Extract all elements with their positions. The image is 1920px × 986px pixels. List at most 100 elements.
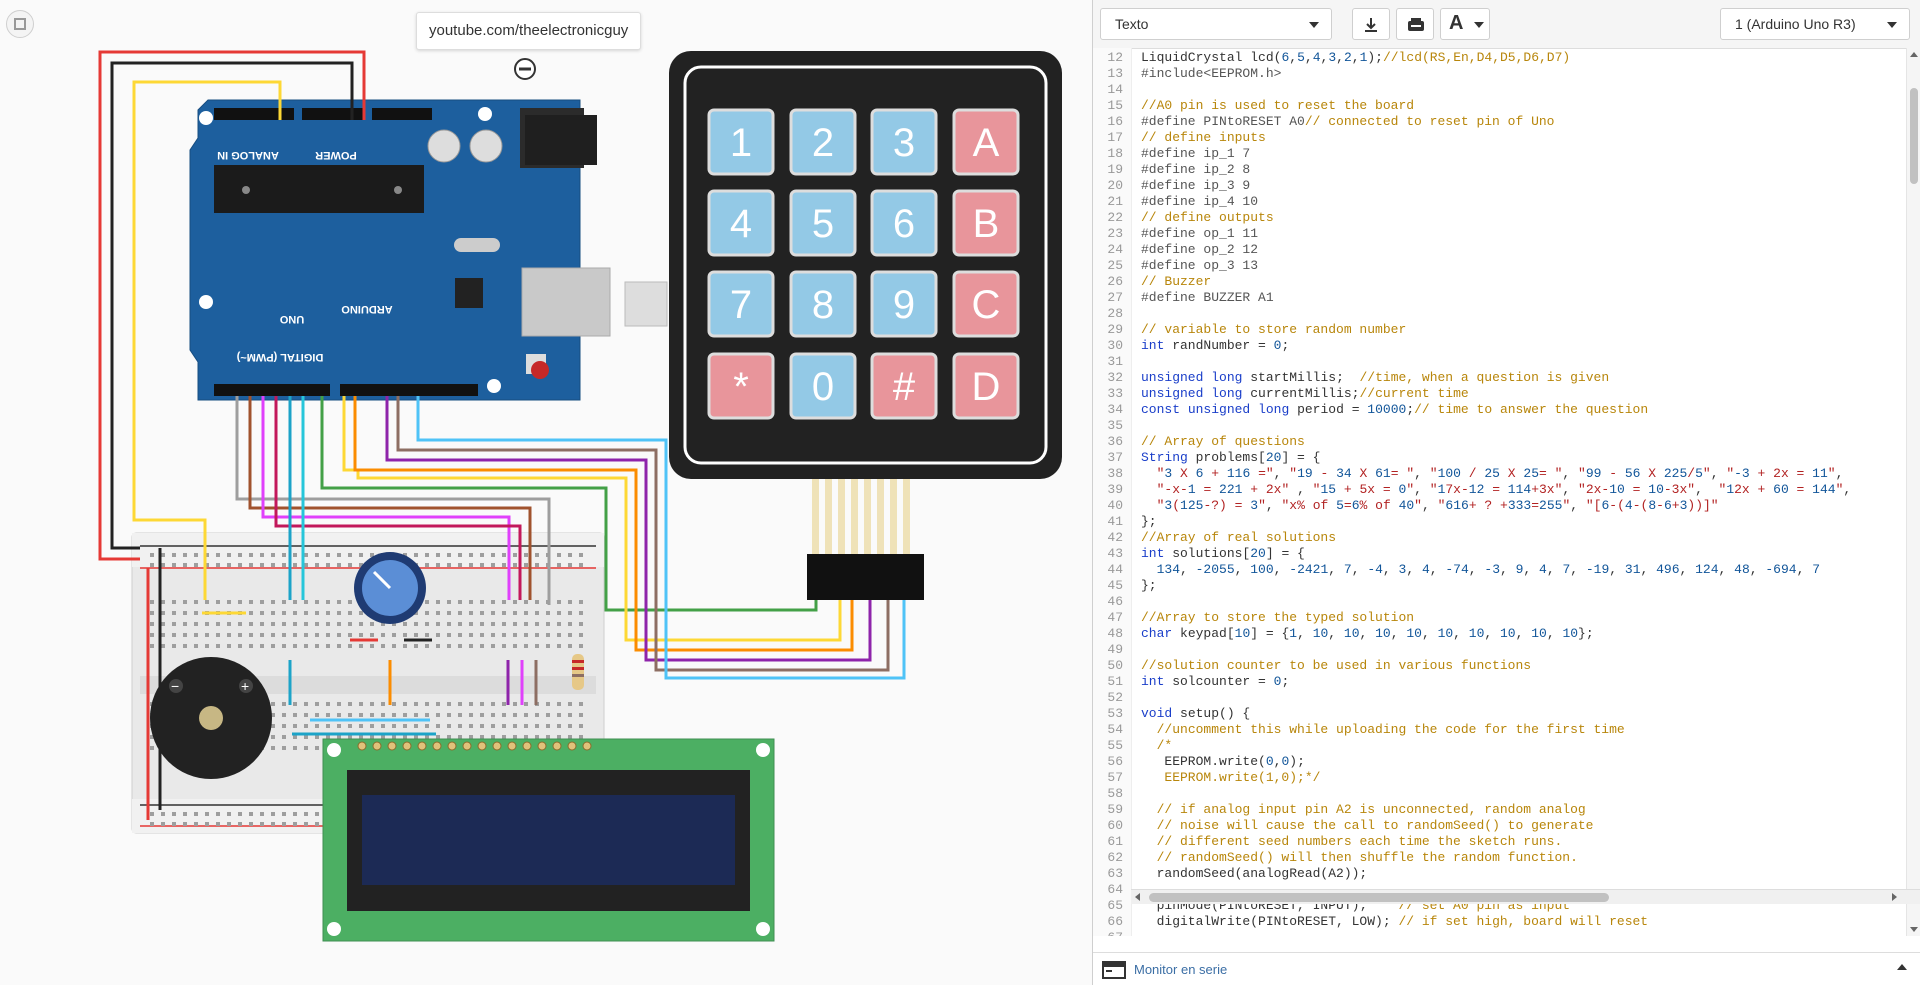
breadboard-hole[interactable] xyxy=(513,622,517,626)
keypad-key[interactable]: 8 xyxy=(789,270,857,338)
breadboard-hole[interactable] xyxy=(546,713,550,717)
breadboard-hole[interactable] xyxy=(150,553,154,557)
breadboard-hole[interactable] xyxy=(458,644,462,648)
breadboard-hole[interactable] xyxy=(315,822,319,826)
breadboard-hole[interactable] xyxy=(282,822,286,826)
lcd-pin[interactable] xyxy=(537,741,547,751)
breadboard-hole[interactable] xyxy=(260,622,264,626)
breadboard-hole[interactable] xyxy=(513,735,517,739)
code-line[interactable]: 17// define inputs xyxy=(1093,130,1265,146)
breadboard-hole[interactable] xyxy=(524,702,528,706)
breadboard-hole[interactable] xyxy=(568,633,572,637)
breadboard-hole[interactable] xyxy=(293,553,297,557)
breadboard-hole[interactable] xyxy=(282,812,286,816)
code-line[interactable]: 40 "3(125-?) = 3", "x% of 5=6% of 40", "… xyxy=(1093,498,1718,514)
breadboard-hole[interactable] xyxy=(205,644,209,648)
code-line[interactable]: 16#define PINtoRESET A0// connected to r… xyxy=(1093,114,1554,130)
lcd-pin[interactable] xyxy=(582,741,592,751)
breadboard-hole[interactable] xyxy=(491,633,495,637)
breadboard-hole[interactable] xyxy=(326,553,330,557)
lcd-pin[interactable] xyxy=(507,741,517,751)
breadboard-hole[interactable] xyxy=(326,633,330,637)
breadboard-hole[interactable] xyxy=(557,600,561,604)
breadboard-hole[interactable] xyxy=(414,611,418,615)
breadboard-hole[interactable] xyxy=(216,644,220,648)
breadboard-hole[interactable] xyxy=(216,812,220,816)
breadboard-hole[interactable] xyxy=(579,622,583,626)
breadboard-hole[interactable] xyxy=(513,553,517,557)
breadboard-hole[interactable] xyxy=(194,644,198,648)
code-line[interactable]: 66 digitalWrite(PINtoRESET, LOW); // if … xyxy=(1093,914,1648,930)
breadboard-hole[interactable] xyxy=(557,644,561,648)
breadboard-hole[interactable] xyxy=(436,724,440,728)
breadboard-hole[interactable] xyxy=(535,622,539,626)
code-line[interactable]: 46 xyxy=(1093,594,1123,610)
breadboard-hole[interactable] xyxy=(524,563,528,567)
keypad-key[interactable]: 2 xyxy=(789,108,857,176)
breadboard-hole[interactable] xyxy=(436,735,440,739)
code-line[interactable]: 60 // noise will cause the call to rando… xyxy=(1093,818,1593,834)
breadboard-hole[interactable] xyxy=(227,622,231,626)
breadboard-hole[interactable] xyxy=(271,600,275,604)
breadboard-hole[interactable] xyxy=(414,622,418,626)
breadboard-hole[interactable] xyxy=(183,563,187,567)
breadboard-hole[interactable] xyxy=(458,563,462,567)
breadboard-hole[interactable] xyxy=(425,611,429,615)
code-line[interactable]: 31 xyxy=(1093,354,1123,370)
breadboard-hole[interactable] xyxy=(293,633,297,637)
breadboard-hole[interactable] xyxy=(491,735,495,739)
breadboard-hole[interactable] xyxy=(502,563,506,567)
breadboard-hole[interactable] xyxy=(359,644,363,648)
breadboard-hole[interactable] xyxy=(348,600,352,604)
code-line[interactable]: 64 xyxy=(1093,882,1123,898)
breadboard-hole[interactable] xyxy=(172,553,176,557)
breadboard-hole[interactable] xyxy=(304,563,308,567)
breadboard-hole[interactable] xyxy=(238,600,242,604)
lcd-pin[interactable] xyxy=(552,741,562,751)
breadboard-hole[interactable] xyxy=(458,600,462,604)
breadboard-hole[interactable] xyxy=(392,724,396,728)
breadboard-hole[interactable] xyxy=(392,633,396,637)
keypad-key[interactable]: D xyxy=(952,352,1020,420)
breadboard-hole[interactable] xyxy=(282,735,286,739)
breadboard-hole[interactable] xyxy=(271,633,275,637)
lcd-pin[interactable] xyxy=(462,741,472,751)
breadboard-hole[interactable] xyxy=(370,644,374,648)
breadboard-hole[interactable] xyxy=(194,553,198,557)
code-line[interactable]: 21#define ip_4 10 xyxy=(1093,194,1258,210)
breadboard-hole[interactable] xyxy=(502,611,506,615)
breadboard-hole[interactable] xyxy=(579,644,583,648)
potentiometer[interactable] xyxy=(354,552,426,624)
breadboard-hole[interactable] xyxy=(293,724,297,728)
code-line[interactable]: 29// variable to store random number xyxy=(1093,322,1406,338)
breadboard-hole[interactable] xyxy=(480,724,484,728)
breadboard-hole[interactable] xyxy=(304,644,308,648)
breadboard-hole[interactable] xyxy=(315,553,319,557)
breadboard-hole[interactable] xyxy=(150,735,154,739)
breadboard-hole[interactable] xyxy=(161,812,165,816)
breadboard-hole[interactable] xyxy=(546,724,550,728)
device-select[interactable]: 1 (Arduino Uno R3) xyxy=(1720,8,1910,40)
breadboard-hole[interactable] xyxy=(480,622,484,626)
breadboard-hole[interactable] xyxy=(227,563,231,567)
breadboard-hole[interactable] xyxy=(579,713,583,717)
breadboard-hole[interactable] xyxy=(260,822,264,826)
breadboard-hole[interactable] xyxy=(513,724,517,728)
scroll-thumb[interactable] xyxy=(1910,88,1918,184)
breadboard-hole[interactable] xyxy=(403,724,407,728)
breadboard-hole[interactable] xyxy=(469,611,473,615)
breadboard-hole[interactable] xyxy=(227,644,231,648)
breadboard-hole[interactable] xyxy=(491,702,495,706)
breadboard-hole[interactable] xyxy=(282,746,286,750)
breadboard-hole[interactable] xyxy=(458,713,462,717)
breadboard-hole[interactable] xyxy=(546,735,550,739)
breadboard-hole[interactable] xyxy=(282,713,286,717)
breadboard-hole[interactable] xyxy=(535,644,539,648)
serial-monitor-label[interactable]: Monitor en serie xyxy=(1134,962,1228,977)
lcd-pin[interactable] xyxy=(417,741,427,751)
breadboard-hole[interactable] xyxy=(491,600,495,604)
breadboard-hole[interactable] xyxy=(315,724,319,728)
